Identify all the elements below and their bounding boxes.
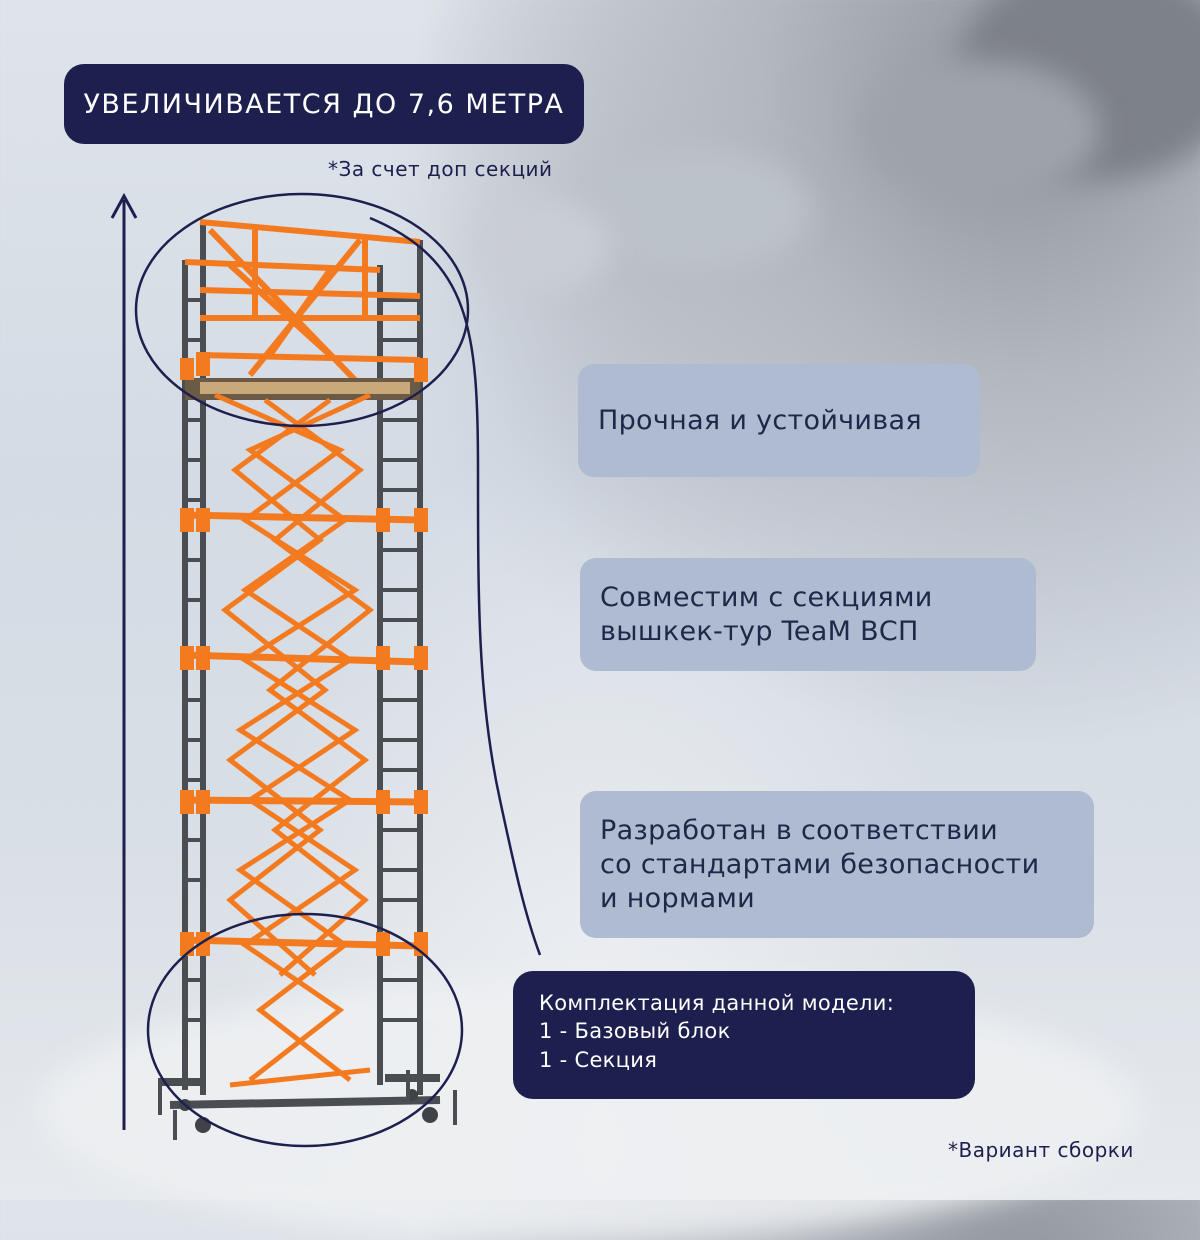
cloud-decoration bbox=[860, 60, 1100, 200]
feature-safety-standards: Разработан в соответствии со стандартами… bbox=[580, 791, 1094, 938]
sections-footnote: *За счет доп секций bbox=[328, 157, 553, 181]
cloud-decoration bbox=[580, 150, 810, 270]
assembly-variant-note: *Вариант сборки bbox=[948, 1138, 1134, 1162]
scaffold-tower-image bbox=[110, 192, 542, 1148]
feature-strong-stable: Прочная и устойчивая bbox=[578, 364, 980, 477]
height-title-box: УВЕЛИЧИВАЕТСЯ ДО 7,6 МЕТРА bbox=[64, 64, 584, 144]
kit-item-section: 1 - Секция bbox=[539, 1048, 658, 1072]
kit-title: Комплектация данной модели: bbox=[539, 991, 895, 1015]
height-title: УВЕЛИЧИВАЕТСЯ ДО 7,6 МЕТРА bbox=[83, 88, 565, 120]
feature-text: Прочная и устойчивая bbox=[598, 404, 922, 436]
height-arrow-icon bbox=[110, 192, 138, 1130]
kit-item-base-block: 1 - Базовый блок bbox=[539, 1019, 731, 1043]
feature-text: Разработан в соответствии со стандартами… bbox=[600, 814, 1040, 914]
cloud-decoration bbox=[470, 200, 610, 290]
kit-contents-box: Комплектация данной модели: 1 - Базовый … bbox=[513, 971, 975, 1099]
feature-compatible-sections: Совместим с секциями вышкек-тур TeaM ВСП bbox=[580, 558, 1036, 671]
feature-text: Совместим с секциями вышкек-тур TeaM ВСП bbox=[600, 581, 933, 647]
